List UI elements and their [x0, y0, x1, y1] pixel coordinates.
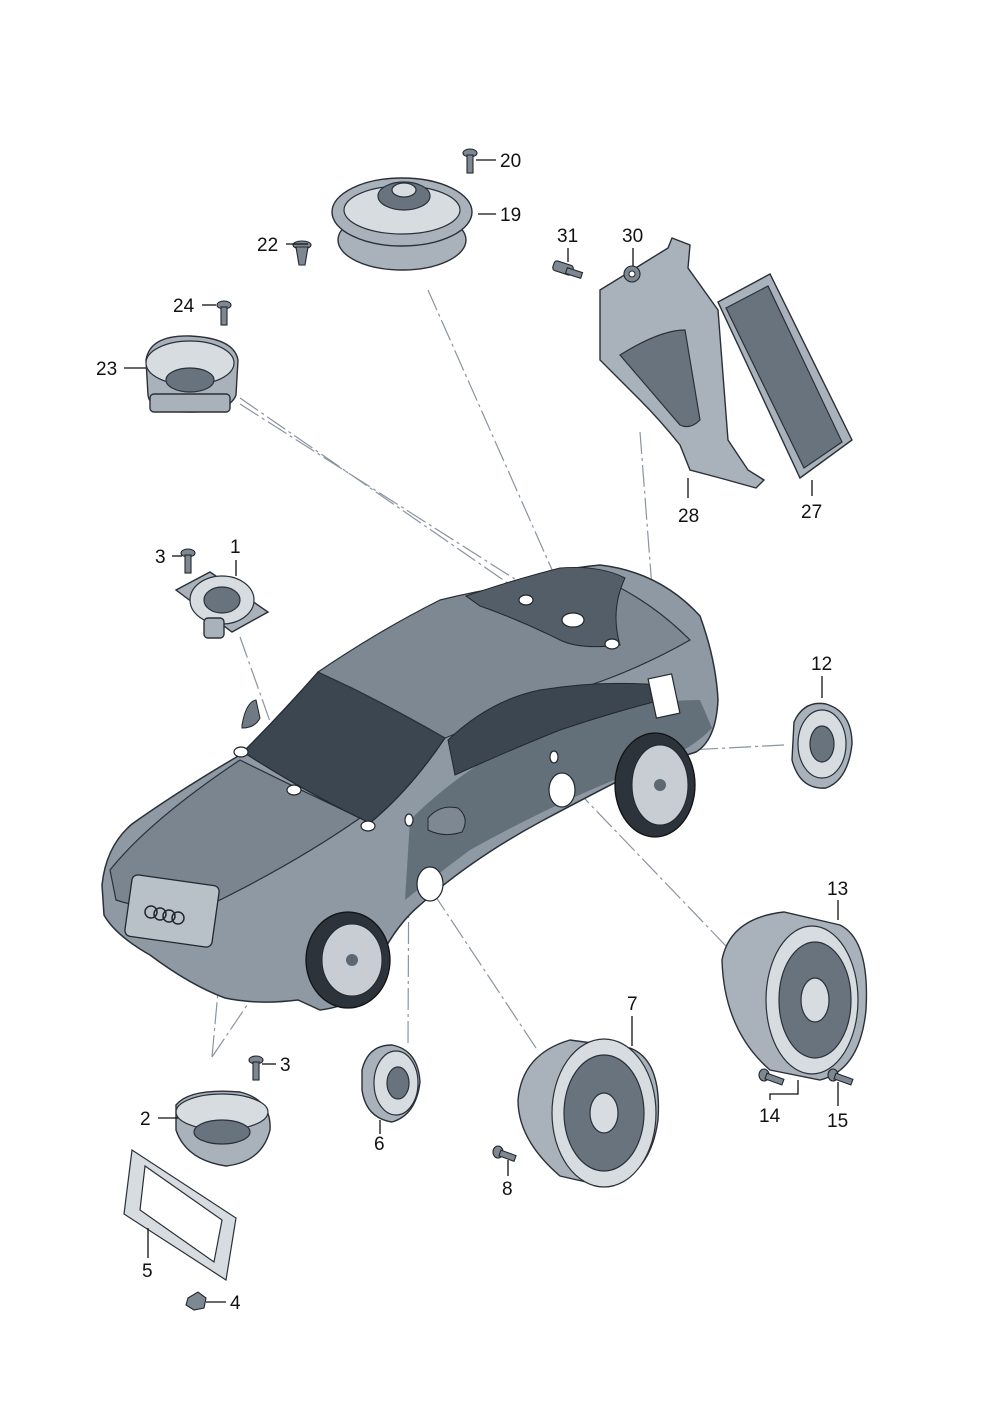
part-speaker-7 — [517, 1038, 660, 1188]
part-speaker-1 — [174, 571, 270, 639]
screw-3-top — [180, 548, 196, 574]
callout-4: 4 — [230, 1293, 241, 1314]
side-mirror — [427, 806, 466, 836]
callout-19: 19 — [500, 205, 521, 226]
part-speaker-6 — [361, 1044, 421, 1123]
callout-22: 22 — [257, 235, 278, 256]
front-wheel — [305, 911, 391, 1009]
callout-1: 1 — [230, 537, 241, 558]
callout-6: 6 — [374, 1134, 385, 1155]
callout-27: 27 — [801, 502, 822, 523]
leader-7-to-door — [429, 887, 537, 1049]
callout-14: 14 — [759, 1106, 781, 1127]
part-speaker-12 — [791, 702, 853, 789]
callout-13: 13 — [827, 879, 848, 900]
callout-24: 24 — [173, 296, 195, 317]
callout-leaders — [124, 159, 839, 1303]
callout-8: 8 — [502, 1179, 513, 1200]
nut-30 — [623, 265, 641, 283]
leader-19-to-roof — [427, 289, 574, 618]
part-speaker-23 — [145, 335, 239, 413]
screw-24 — [216, 300, 232, 326]
part-grille-frame-5 — [123, 1148, 237, 1282]
car-illustration — [101, 564, 719, 1011]
callout-7: 7 — [627, 994, 638, 1015]
screw-3-bottom — [248, 1055, 264, 1081]
clip-22 — [292, 240, 312, 266]
leader-13-to-door — [561, 774, 727, 947]
screw-8 — [492, 1145, 517, 1162]
callout-23: 23 — [96, 359, 117, 380]
audi-rings — [144, 905, 185, 925]
part-subwoofer-19 — [331, 177, 473, 271]
part-speaker-13 — [721, 911, 868, 1081]
callout-30: 30 — [622, 226, 643, 247]
callout-31: 31 — [557, 226, 578, 247]
screw-14 — [758, 1068, 785, 1086]
screw-20 — [462, 148, 478, 174]
callout-3-bottom: 3 — [280, 1055, 291, 1076]
screw-15 — [827, 1068, 854, 1086]
callout-12: 12 — [811, 654, 832, 675]
part-bracket-28 — [599, 237, 766, 489]
part-speaker-2 — [175, 1090, 271, 1167]
roof-rear-strip — [464, 566, 626, 648]
rear-mirror-left — [241, 699, 261, 729]
callout-28: 28 — [678, 506, 699, 527]
callout-5: 5 — [142, 1261, 153, 1282]
clip-4 — [185, 1291, 207, 1311]
callout-3-top: 3 — [155, 547, 166, 568]
speaker-markers — [233, 594, 681, 902]
callout-15: 15 — [827, 1111, 848, 1132]
callout-numbers: 20 19 22 31 30 24 23 28 27 3 1 12 13 7 3… — [96, 151, 848, 1314]
bolt-31 — [552, 260, 584, 280]
callout-20: 20 — [500, 151, 521, 172]
leader-23-to-roof-a — [239, 397, 526, 596]
callout-2: 2 — [140, 1109, 151, 1130]
part-amplifier-27 — [717, 273, 853, 480]
rear-wheel — [614, 732, 696, 838]
